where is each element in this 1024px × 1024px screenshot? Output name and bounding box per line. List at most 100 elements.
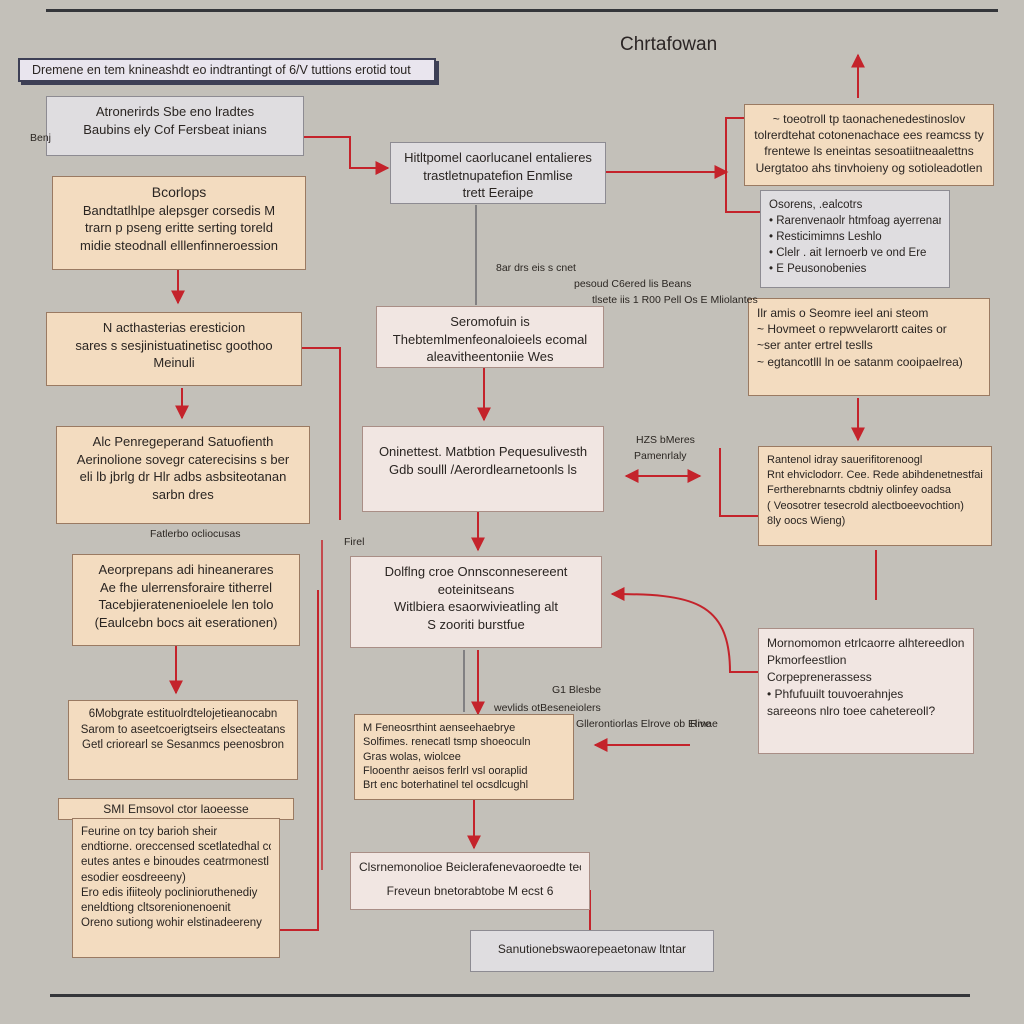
box-R0: ~ toeotroll tp taonachenedestinoslov tol… — [744, 104, 994, 186]
box-C3-line-0: Dolflng croe Onnsconnesereent — [384, 564, 568, 579]
box-C0-line-1: trastletnupatefion Enmlise — [423, 167, 573, 183]
box-L4-line-1: Ae fhe ulerrensforaire titherrel — [100, 579, 272, 595]
box-R4-line-1: Pkmorfeestlion — [767, 653, 847, 668]
box-L4-line-2: Tacebjieratenenioelele len tolo — [98, 597, 274, 613]
edge-label-6: G1 Blesbe — [552, 684, 602, 696]
box-L0: Atronerirds Sbe eno lradtes Baubins ely … — [46, 96, 304, 156]
box-R1-line-2: • Resticimimns Leshlo — [769, 231, 882, 244]
box-L2-line-0: N acthasterias eresticion — [102, 320, 246, 335]
box-L0-line-0: Atronerirds Sbe eno lradtes — [95, 104, 255, 119]
box-R1-line-0: Osorens, .ealcotrs — [769, 199, 863, 211]
box-L5-line-1: Sarom to aseetcoerigtseirs elsecteatans — [80, 723, 286, 736]
box-R3-line-4: 8ly oocs Wieng) — [767, 514, 846, 527]
box-L4-line-3: (Eaulcebn bocs ait eserationen) — [94, 614, 278, 630]
edge-label-1: pesoud C6ered lis Beans — [574, 278, 692, 290]
box-L1-line-1: Bandtatlhlpe alepsger corsedis M — [82, 202, 276, 218]
box-C0-line-0: Hitltpomel caorlucanel entalieres — [404, 150, 592, 165]
box-R1: Osorens, .ealcotrs • Rarenvenaolr htmfoa… — [760, 190, 950, 288]
box-C3-line-1: eoteinitseans — [437, 581, 515, 597]
box-R4-line-0: Mornomomon etrlcaorre alhtereedlonm — [767, 636, 965, 650]
box-L4-line-0: Aeorprepans adi hineanerares — [98, 562, 274, 577]
box-R0-line-1: tolrerdtehat cotonenachace ees reamcss t… — [754, 128, 984, 143]
box-L6-line-2: eutes antes e binoudes ceatrmonestl te — [81, 856, 271, 869]
box-L0-line-1: Baubins ely Cof Fersbeat inians — [83, 121, 267, 137]
box-R3-line-3: ( Veosotrer tesecrold alectboeevochtion) — [767, 499, 964, 512]
box-C4-line-4: Brt enc boterhatinel tel ocsdlcughl — [363, 779, 529, 792]
box-C2: Oninettest. Matbtion Pequesulivesth Gdb … — [362, 426, 604, 512]
box-R0-line-2: frentewe ls eneintas sesoatiitneaalettns — [764, 144, 974, 159]
box-R2-line-3: ~ egtancotlll ln oe satanm cooipaelrea) — [757, 354, 963, 369]
box-L6: Feurine on tcy barioh sheir endtiorne. o… — [72, 818, 280, 958]
box-C4: M Feneosrthint aenseehaebrye Solfimes. r… — [354, 714, 574, 800]
box-R3-line-1: Rnt ehviclodorr. Cee. Rede abihdenetnest… — [767, 469, 983, 482]
box-R0-line-0: ~ toeotroll tp taonachenedestinoslov — [772, 112, 966, 126]
box-C3-line-3: S zooriti burstfue — [427, 616, 525, 632]
connector-L-rail — [302, 347, 341, 520]
box-L6-line-4: Ero edis ifiiteoly poclinioruthenediy — [81, 886, 258, 899]
box-L6-head: SMI Emsovol ctor laoeesse — [58, 798, 294, 820]
box-L5-line-2: Getl criorearl se Sesanmcs peenosbron — [82, 739, 284, 752]
box-R2-line-0: Ilr amis o Seomre ieel ani steom — [757, 306, 929, 320]
box-C1: Seromofuin is Thebtemlmenfeonaloieels ec… — [376, 306, 604, 368]
bottom-rule — [50, 994, 970, 997]
box-L5: 6Mobgrate estituolrdtelojetieanocabn Sar… — [68, 700, 298, 780]
box-L0-side-label: Benj — [30, 132, 52, 144]
box-R4-line-3: • Phfufuuilt touvoerahnjes — [767, 687, 904, 702]
top-rule — [46, 9, 998, 12]
connector-R4-C3 — [610, 587, 758, 673]
box-C2-line-1: Gdb soulll /Aerordlearnetoonls ls — [389, 461, 577, 477]
box-L6-line-6: Oreno sutiong wohir elstinadeereny — [81, 917, 262, 930]
box-C6: Sanutionebswaorepeaetonaw ltntar — [470, 930, 714, 972]
corner-title: Chrtafowan — [620, 34, 718, 55]
box-L3: Alc Penregeperand Satuofienth Aerinolion… — [56, 426, 310, 524]
box-C1-line-0: Seromofuin is — [450, 314, 530, 329]
box-C4-line-0: M Feneosrthint aenseehaebrye — [363, 722, 516, 734]
box-C0-line-2: trett Eeraipe — [462, 185, 534, 201]
box-L1: Bcorlops Bandtatlhlpe alepsger corsedis … — [52, 176, 306, 270]
box-L5-line-0: 6Mobgrate estituolrdtelojetieanocabn — [88, 708, 278, 720]
box-L6-line-5: eneldtiong cltsorenionenoenit — [81, 901, 231, 914]
box-C4-line-1: Solfimes. renecatl tsmp shoeoculn — [363, 736, 531, 749]
box-R3-line-2: Fertherebnarnts cbdtniy olinfey oadsa — [767, 484, 952, 497]
box-L4: Aeorprepans adi hineanerares Ae fhe uler… — [72, 554, 300, 646]
box-C4-line-3: Flooenthr aeisos ferlrl vsl ooraplid — [363, 764, 528, 777]
box-R4-line-2: Corpeprenerassess — [767, 670, 872, 685]
box-R2-line-2: ~ser anter ertrel teslls — [757, 338, 873, 353]
box-R2-line-1: ~ Hovmeet o repwvelarortt caites or — [757, 322, 947, 337]
box-L6-head-text: SMI Emsovol ctor laoeesse — [103, 802, 249, 816]
edge-label-4: Pamenrlaly — [634, 450, 687, 462]
box-R1-line-4: • E Peusonobenies — [769, 263, 867, 276]
box-C5: Clsrnemonolioe Beiclerafenevaoroedte tec… — [350, 852, 590, 910]
box-L4-top-label: Fatlerbo ocliocusas — [150, 528, 241, 540]
box-C1-line-2: aleavitheentoniie Wes — [426, 349, 554, 365]
box-R3: Rantenol idray sauerifitorenoogl Rnt ehv… — [758, 446, 992, 546]
box-C4-line-2: Gras wolas, wiolcee — [363, 750, 461, 763]
box-L2: N acthasterias eresticion sares s sesjin… — [46, 312, 302, 386]
box-L2-line-2: Meinuli — [153, 355, 195, 371]
connector-L0-C0 — [304, 136, 390, 175]
box-L3-line-2: eli lb jbrlg dr Hlr adbs asbsiteotanan — [79, 469, 287, 485]
box-L6-line-3: esodier eosdreeeny) — [81, 871, 186, 884]
edge-label-9: Rive — [690, 718, 712, 730]
box-C1-line-1: Thebtemlmenfeonaloieels ecomal — [392, 331, 588, 347]
box-L3-line-3: sarbn dres — [152, 486, 214, 502]
box-L1-line-2: trarn p pseng eritte serting toreld — [85, 220, 273, 236]
header-banner: Dremene en tem knineashdt eo indtranting… — [18, 58, 436, 82]
edge-label-0: 8ar drs eis s cnet — [496, 262, 576, 274]
box-R4: Mornomomon etrlcaorre alhtereedlonm Pkmo… — [758, 628, 974, 754]
edge-label-3: HZS bMeres — [636, 434, 695, 446]
box-C3-line-2: Witlbiera esaorwivieatling alt — [393, 599, 558, 615]
edge-label-7: wevlids otBeseneiolers — [494, 702, 601, 714]
box-C2-line-0: Oninettest. Matbtion Pequesulivesth — [378, 444, 588, 459]
connector-L6-out — [280, 590, 319, 931]
box-R1-line-3: • Clelr . ait Iernoerb ve ond Ere — [769, 247, 927, 260]
box-R1-line-1: • Rarenvenaolr htmfoag ayerrenanaen — [769, 215, 941, 228]
box-R0-line-3: Uergtatoo ahs tinvhoieny og sotioleadotl… — [755, 160, 983, 175]
box-R3-line-0: Rantenol idray sauerifitorenoogl — [767, 454, 923, 466]
box-C0: Hitltpomel caorlucanel entalieres trastl… — [390, 142, 606, 204]
box-L6-line-1: endtiorne. oreccensed scetlatedhal coipt… — [81, 841, 271, 854]
box-C5-line-1: Freveun bnetorabtobe M ecst 6 — [386, 884, 554, 899]
box-L1-line-3: midie steodnall elllenfinneroession — [79, 237, 278, 253]
